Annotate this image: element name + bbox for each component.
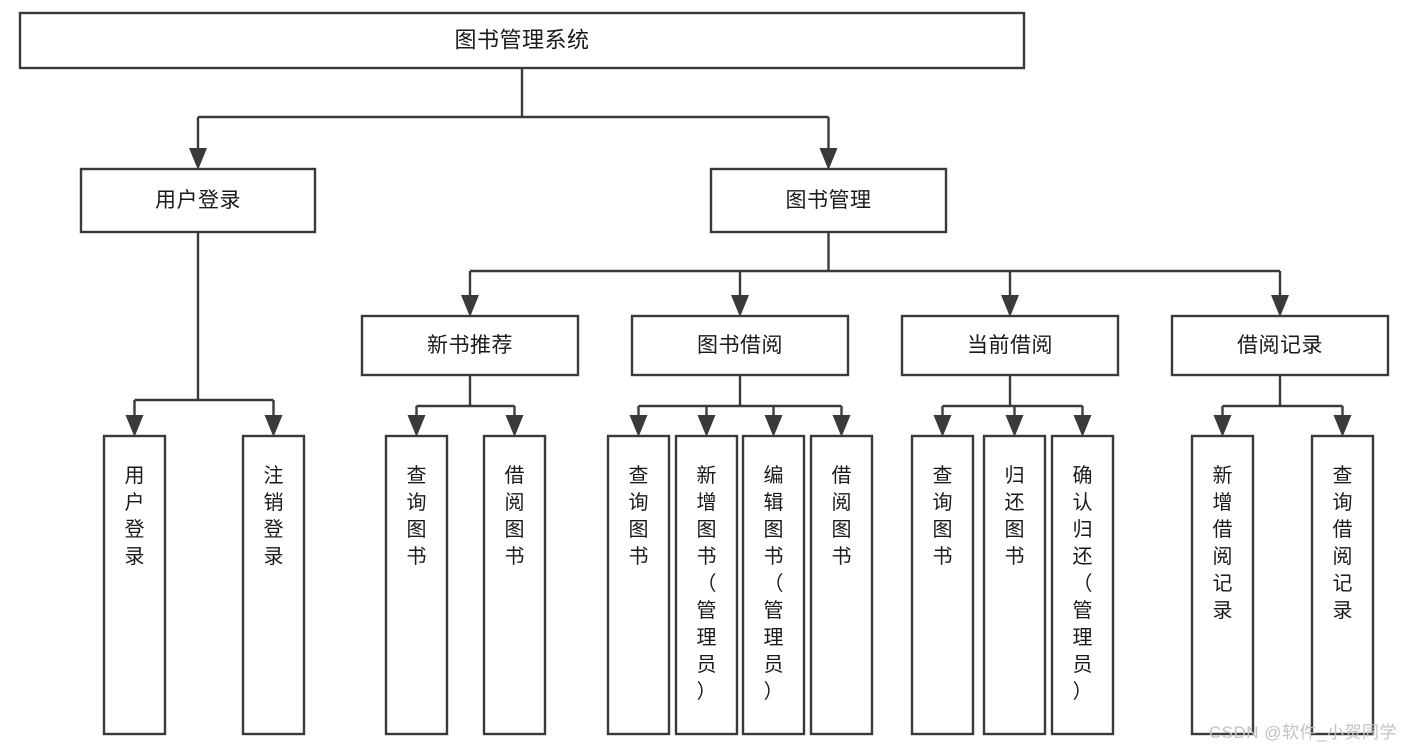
node-leaf-query-book-borrow[interactable]: 查询图书	[606, 434, 671, 736]
arrow-head-icon	[832, 415, 851, 437]
arrow-head-icon	[697, 415, 716, 437]
node-leaf-borrow-book[interactable]: 借阅图书	[809, 434, 874, 736]
node-box-leaf-query-book-recommend	[384, 434, 449, 736]
arrow-head-icon	[933, 415, 952, 437]
node-label-leaf-query-book-recommend: 查询图书	[407, 464, 427, 568]
node-box-new-book-recommend	[360, 314, 580, 377]
node-label-leaf-query-book-borrow: 查询图书	[629, 464, 649, 568]
node-book-borrow[interactable]: 图书借阅	[630, 314, 850, 377]
node-leaf-user-login[interactable]: 用户登录	[102, 434, 167, 736]
node-leaf-query-borrow-record[interactable]: 查询借阅记录	[1310, 434, 1375, 736]
arrow-head-icon	[1333, 415, 1352, 437]
node-label-book-borrow: 图书借阅	[697, 334, 783, 357]
node-label-leaf-query-borrow-record: 查询借阅记录	[1333, 464, 1353, 622]
arrow-head-icon	[407, 415, 426, 437]
node-label-leaf-confirm-return: 确认归还（管理员）	[1073, 464, 1093, 703]
arrow-head-icon	[819, 148, 838, 170]
node-new-book-recommend[interactable]: 新书推荐	[360, 314, 580, 377]
node-leaf-return-book[interactable]: 归还图书	[982, 434, 1047, 736]
arrow-head-icon	[629, 415, 648, 437]
node-box-current-borrow	[900, 314, 1120, 377]
node-label-current-borrow: 当前借阅	[967, 334, 1053, 357]
node-leaf-user-logout[interactable]: 注销登录	[241, 434, 306, 736]
node-borrow-records[interactable]: 借阅记录	[1170, 314, 1390, 377]
arrow-head-icon	[189, 148, 207, 170]
node-box-borrow-records	[1170, 314, 1390, 377]
node-leaf-add-borrow-record[interactable]: 新增借阅记录	[1190, 434, 1255, 736]
node-box-leaf-confirm-return	[1050, 434, 1115, 736]
node-root[interactable]: 图书管理系统	[18, 11, 1026, 70]
connector-layer	[125, 68, 1352, 437]
node-box-leaf-borrow-book	[809, 434, 874, 736]
node-box-leaf-query-book-borrow	[606, 434, 671, 736]
node-layer: 图书管理系统用户登录图书管理新书推荐图书借阅当前借阅借阅记录用户登录注销登录查询…	[18, 11, 1390, 736]
node-box-leaf-edit-book	[741, 434, 806, 736]
arrow-head-icon	[731, 295, 749, 317]
node-label-leaf-add-borrow-record: 新增借阅记录	[1213, 464, 1233, 622]
node-leaf-borrow-book-recommend[interactable]: 借阅图书	[482, 434, 547, 736]
csdn-watermark: CSDN @软件_小贺同学	[1208, 723, 1397, 742]
node-box-leaf-return-book	[982, 434, 1047, 736]
node-label-user-login: 用户登录	[155, 189, 241, 212]
arrow-head-icon	[1005, 415, 1024, 437]
node-book-management[interactable]: 图书管理	[709, 167, 948, 234]
connector-recommend-to-leaves	[407, 375, 524, 437]
arrow-head-icon	[461, 295, 479, 317]
connector-borrow-to-leaves	[629, 375, 851, 437]
node-leaf-add-book[interactable]: 新增图书（管理员）	[674, 434, 739, 736]
node-leaf-edit-book[interactable]: 编辑图书（管理员）	[741, 434, 806, 736]
node-label-leaf-add-book: 新增图书（管理员）	[697, 464, 717, 703]
node-box-leaf-query-borrow-record	[1310, 434, 1375, 736]
arrow-head-icon	[264, 415, 283, 437]
node-label-book-management: 图书管理	[786, 189, 872, 212]
node-label-leaf-edit-book: 编辑图书（管理员）	[764, 464, 784, 703]
connector-current-to-leaves	[933, 375, 1092, 437]
node-label-borrow-records: 借阅记录	[1237, 334, 1323, 357]
connector-userlogin-to-leaves	[125, 232, 283, 437]
node-box-root	[18, 11, 1026, 70]
node-box-leaf-add-book	[674, 434, 739, 736]
node-box-leaf-user-logout	[241, 434, 306, 736]
node-leaf-query-book-recommend[interactable]: 查询图书	[384, 434, 449, 736]
node-label-leaf-user-logout: 注销登录	[264, 464, 284, 568]
node-box-user-login	[79, 167, 317, 234]
arrow-head-icon	[1213, 415, 1232, 437]
connector-root-to-level2	[189, 68, 838, 170]
node-label-leaf-return-book: 归还图书	[1005, 464, 1025, 568]
node-current-borrow[interactable]: 当前借阅	[900, 314, 1120, 377]
arrow-head-icon	[1001, 295, 1019, 317]
arrow-head-icon	[1271, 295, 1289, 317]
node-box-leaf-query-book-current	[910, 434, 975, 736]
arrow-head-icon	[125, 415, 144, 437]
connector-bookmgmt-to-level3	[461, 232, 1289, 317]
arrow-head-icon	[764, 415, 783, 437]
node-label-leaf-borrow-book: 借阅图书	[832, 464, 852, 568]
node-box-leaf-borrow-book-recommend	[482, 434, 547, 736]
node-box-leaf-user-login	[102, 434, 167, 736]
node-box-book-management	[709, 167, 948, 234]
node-box-book-borrow	[630, 314, 850, 377]
node-label-leaf-query-book-current: 查询图书	[933, 464, 953, 568]
node-box-leaf-add-borrow-record	[1190, 434, 1255, 736]
arrow-head-icon	[1073, 415, 1092, 437]
arrow-head-icon	[505, 415, 524, 437]
node-label-new-book-recommend: 新书推荐	[427, 334, 513, 357]
connector-records-to-leaves	[1213, 375, 1352, 437]
node-leaf-confirm-return[interactable]: 确认归还（管理员）	[1050, 434, 1115, 736]
node-leaf-query-book-current[interactable]: 查询图书	[910, 434, 975, 736]
node-label-leaf-user-login: 用户登录	[125, 465, 145, 568]
node-label-root: 图书管理系统	[454, 27, 589, 52]
node-user-login[interactable]: 用户登录	[79, 167, 317, 234]
node-label-leaf-borrow-book-recommend: 借阅图书	[505, 464, 525, 568]
